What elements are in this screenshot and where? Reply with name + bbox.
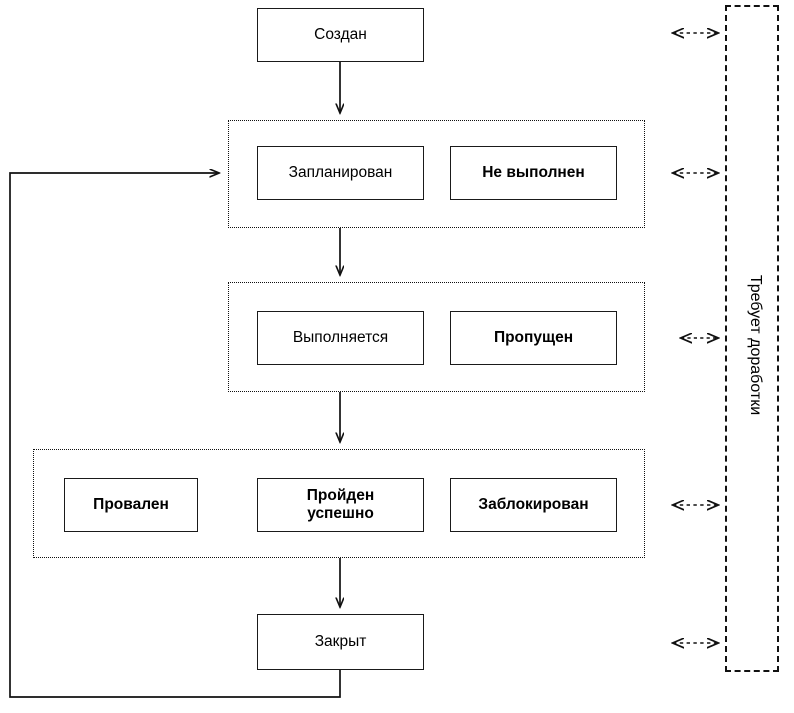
rework-panel [725,5,779,672]
rework-panel-label: Требует доработки [747,274,764,416]
state-node-planned[interactable]: Запланирован [257,146,424,200]
state-node-not-done[interactable]: Не выполнен [450,146,617,200]
state-node-blocked[interactable]: Заблокирован [450,478,617,532]
state-node-closed[interactable]: Закрыт [257,614,424,670]
state-node-in-progress[interactable]: Выполняется [257,311,424,365]
state-node-failed[interactable]: Провален [64,478,198,532]
state-node-skipped[interactable]: Пропущен [450,311,617,365]
state-node-created[interactable]: Создан [257,8,424,62]
